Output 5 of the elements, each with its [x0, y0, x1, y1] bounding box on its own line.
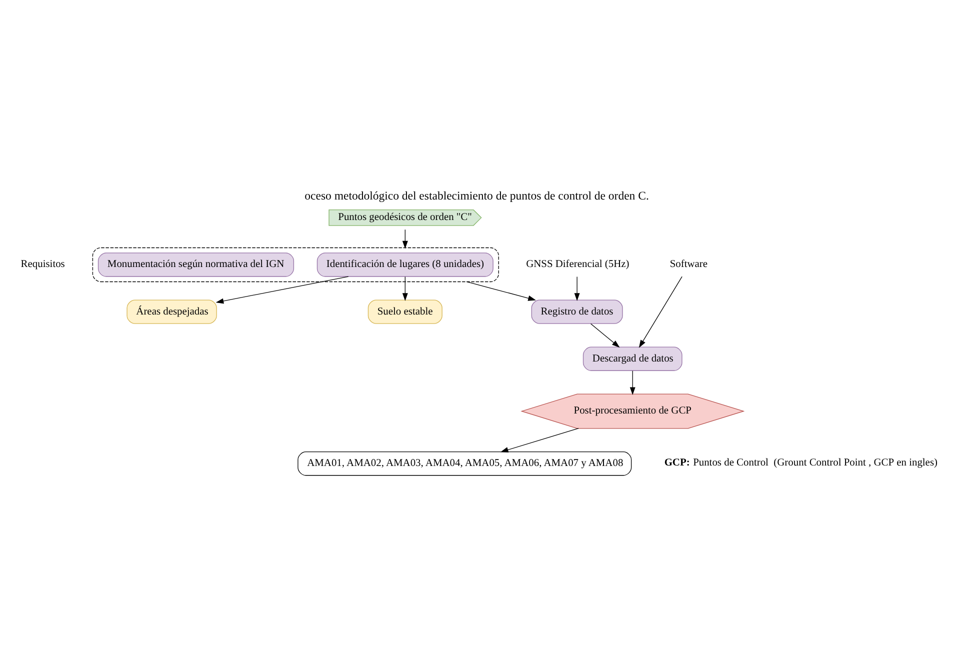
node-text: GNSS Diferencial (5Hz): [526, 258, 630, 270]
node-text: Software: [670, 258, 708, 270]
label: GCP: Puntos de Control (Grount Control Point , GCP en ingles): [664, 456, 938, 468]
diagram-title: oceso metodológico del establecimiento de puntos de control de orden C.: [304, 189, 649, 202]
label: Requisitos: [20, 258, 65, 270]
